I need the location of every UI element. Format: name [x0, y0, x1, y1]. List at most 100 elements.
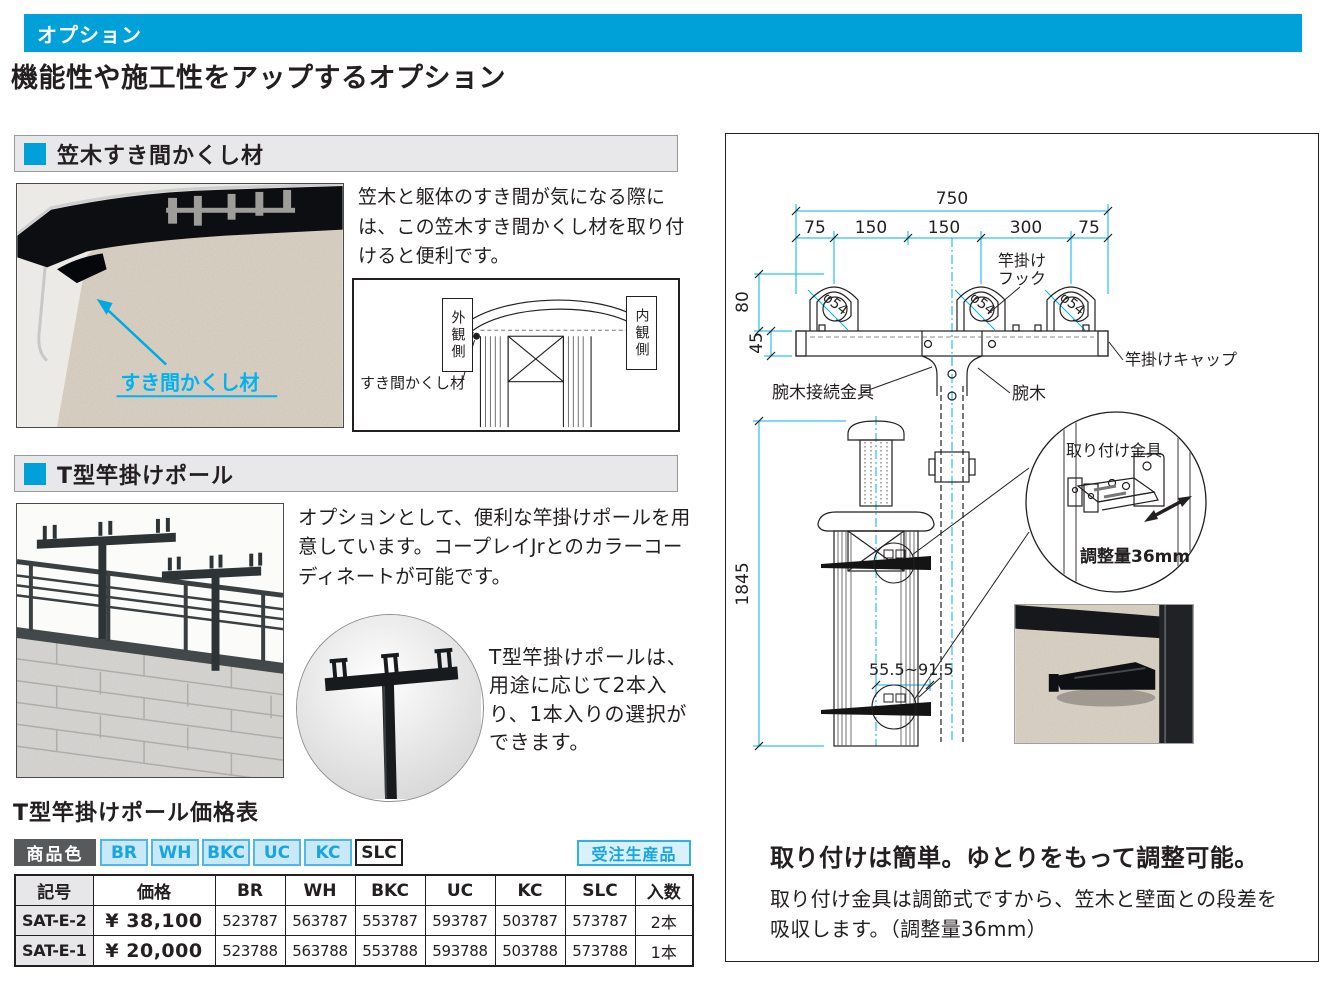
- cap-edge: [1015, 605, 1166, 639]
- leader-lines: [862, 286, 1124, 701]
- arm-post: [921, 355, 983, 742]
- price-table-heading: T型竿掛けポール価格表: [13, 801, 260, 826]
- bracket-shadow: [1056, 688, 1156, 707]
- drawing-labels: 750 75 150 150 300 75 80 45 1845 55.5~91…: [733, 189, 1237, 679]
- kasagi-gap-photo-art: すき間かくし材: [17, 184, 343, 427]
- cap-label: 竿掛けキャップ: [1125, 350, 1237, 369]
- cap-profile-fins: [166, 189, 296, 226]
- option-banner-label: オプション: [37, 22, 142, 47]
- made-to-order-badge: 受注生産品: [577, 840, 691, 866]
- color-chip-slc: SLC: [355, 839, 403, 866]
- inner-wall-hatch: [484, 336, 584, 428]
- color-chip-wh: WH: [151, 839, 199, 866]
- order-number: 563787: [284, 905, 356, 936]
- kasagi-gap-photo: すき間かくし材: [16, 183, 344, 428]
- col-header: UC: [424, 874, 496, 906]
- technical-drawing: 750 75 150 150 300 75 80 45 1845 55.5~91…: [733, 189, 1237, 751]
- quantity-cell: 1本: [634, 935, 694, 967]
- hook-prongs: [167, 552, 263, 571]
- color-chip-kc: KC: [304, 839, 352, 866]
- mount-label: 取り付け金具: [1066, 441, 1162, 460]
- t-pole-right: [161, 552, 263, 671]
- section2-header: T型竿掛けポール: [14, 455, 678, 492]
- col-header: KC: [494, 874, 566, 906]
- dim-adjust-range: 55.5~91.5: [869, 660, 954, 679]
- photo-callout-label: すき間かくし材: [120, 371, 259, 394]
- pole-closeup-art: [297, 615, 481, 799]
- inside-label: 内観側: [626, 296, 657, 370]
- arm-label: 腕木: [1012, 384, 1046, 404]
- order-number: 523787: [214, 905, 286, 936]
- order-number: 573788: [564, 935, 636, 967]
- col-header: 記号: [14, 874, 94, 906]
- order-number: 593787: [424, 905, 496, 936]
- option-banner: オプション: [24, 14, 1302, 52]
- adjust-arrow: [1144, 496, 1192, 522]
- price-table: 記号 価格 BR WH BKC UC KC SLC 入数 SAT-E-2 ¥ 3…: [14, 874, 694, 967]
- page-title: 機能性や施工性をアップするオプション: [11, 63, 506, 94]
- wall-texture: [57, 223, 343, 427]
- railing: [17, 559, 283, 661]
- order-number: 573787: [564, 905, 636, 936]
- price-cell: ¥ 20,000: [92, 935, 216, 967]
- col-header: 価格: [92, 874, 216, 906]
- outside-label: 外観側: [442, 298, 473, 372]
- hook-label-line1: 竿掛け: [998, 251, 1046, 270]
- panel-footer-body: 取り付け金具は調節式ですから、笠木と壁面との段差を吸収します。（調整量36mm）: [770, 887, 1278, 941]
- mounting-brackets: [821, 542, 931, 730]
- section1-description: 笠木と躯体のすき間が気になる際には、この笠木すき間かくし材を取り付けると便利です…: [358, 186, 685, 268]
- section2-title: T型竿掛けポール: [57, 463, 235, 489]
- gap-cover-diagram-art: [461, 299, 647, 428]
- dim-seg4: 300: [1010, 218, 1042, 238]
- price-cell: ¥ 38,100: [92, 905, 216, 936]
- cross-brace: [507, 335, 564, 383]
- mount-bracket-drawing: [1067, 453, 1165, 513]
- dim-seg2: 150: [855, 218, 887, 238]
- gap-cover-part: [473, 332, 480, 340]
- order-number: 503788: [494, 935, 566, 967]
- bracket-silhouette: [1054, 662, 1156, 690]
- pole-installation-photo-art: [17, 504, 283, 777]
- col-header: SLC: [564, 874, 636, 906]
- order-number: 553787: [354, 905, 426, 936]
- dim-hook-height: 80: [733, 291, 753, 313]
- order-number: 593788: [424, 935, 496, 967]
- dim-seg1: 75: [804, 218, 826, 238]
- adjust-label: 調整量36mm: [1080, 546, 1190, 567]
- order-number: 523788: [214, 935, 286, 967]
- color-chip-br: BR: [100, 839, 148, 866]
- col-header: 入数: [634, 874, 694, 906]
- product-code: SAT-E-1: [14, 935, 94, 967]
- callout-arrow: [96, 299, 167, 366]
- section1-header: 笠木すき間かくし材: [14, 135, 678, 172]
- pole-closeup-photo: [296, 614, 484, 802]
- col-header: BKC: [354, 874, 426, 906]
- side-profile-edge: [37, 267, 49, 362]
- section2-description: オプションとして、便利な竿掛けポールを用意しています。コープレイJrとのカラーコ…: [298, 506, 691, 588]
- col-header: BR: [214, 874, 286, 906]
- section1-title: 笠木すき間かくし材: [57, 143, 265, 169]
- col-header: WH: [284, 874, 356, 906]
- color-chip-uc: UC: [253, 839, 301, 866]
- order-number: 553788: [354, 935, 426, 967]
- detail-balloon: [1025, 411, 1207, 593]
- color-chip-bkc: BKC: [202, 839, 250, 866]
- gap-shadow: [57, 253, 107, 284]
- technical-diagram-panel: 750 75 150 150 300 75 80 45 1845 55.5~91…: [725, 133, 1319, 962]
- gap-cover-diagram: 外観側 内観側 すき間かくし材: [352, 278, 680, 432]
- table-row: SAT-E-1 ¥ 20,000 523788 563788 553788 59…: [14, 935, 694, 967]
- product-code: SAT-E-2: [14, 905, 94, 936]
- pole-highlight: [383, 686, 388, 799]
- center-lines: [875, 238, 953, 746]
- dim-total: 750: [936, 189, 968, 209]
- dim-cap-height: 45: [747, 332, 767, 354]
- block-joints: [17, 641, 283, 777]
- arm-joint-label: 腕木接続金具: [772, 383, 874, 403]
- hook-label-line2: フック: [998, 269, 1046, 288]
- bracket-photo: [1014, 604, 1194, 744]
- dimension-ticks: [754, 206, 1113, 751]
- gap-cover-part-label: すき間かくし材: [360, 374, 466, 392]
- product-color-label: 商品色: [14, 839, 96, 866]
- dim-seg5: 75: [1078, 218, 1100, 238]
